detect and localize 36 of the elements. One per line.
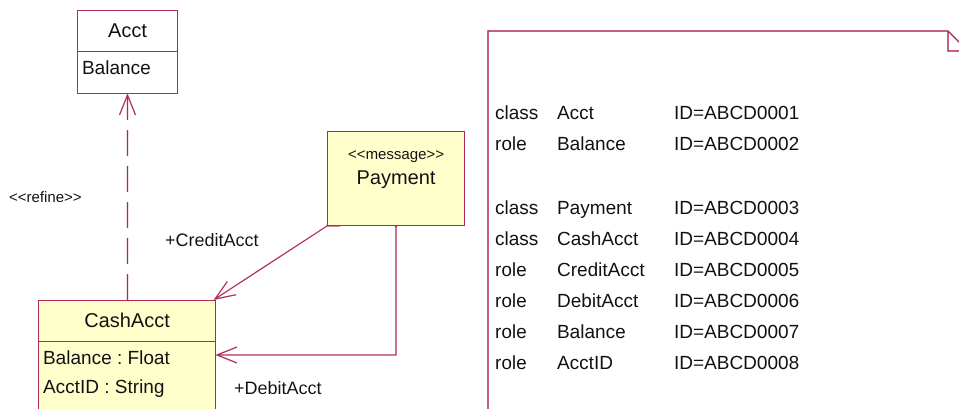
class-name: Payment [356,167,436,189]
note-text: class [495,197,538,221]
stereotype: <<message>> [348,146,444,163]
class-name: CashAcct [84,309,170,334]
note-text: ID=ABCD0002 [674,133,800,157]
note-text: CashAcct [557,228,638,252]
attribute: Balance [82,57,151,81]
attribute: AcctID : String [43,376,164,400]
note-box [487,30,959,409]
note-text: ID=ABCD0007 [674,321,800,345]
note-text: DebitAcct [557,290,638,314]
class-box [38,300,216,409]
note-text: class [495,102,538,126]
note-text: ID=ABCD0001 [674,102,800,126]
note-text: class [495,228,538,252]
class-name: Acct [108,19,147,44]
note-text: Payment [557,197,632,221]
class-box [327,131,465,226]
note-text: ID=ABCD0004 [674,228,800,252]
note-text: ID=ABCD0003 [674,197,800,221]
note-text: ID=ABCD0006 [674,290,800,314]
note-text: role [495,352,527,376]
note-text: CreditAcct [557,259,645,283]
note-text: ID=ABCD0005 [674,259,800,283]
note-text: role [495,259,527,283]
attribute: Balance : Float [43,347,170,371]
note-text: role [495,290,527,314]
note-text: ID=ABCD0008 [674,352,800,376]
note-text: Balance [557,321,626,345]
dependency-arrow [118,94,136,300]
note-text: AcctID [557,352,613,376]
note-text: Balance [557,133,626,157]
note-text: role [495,133,527,157]
note-text: role [495,321,527,345]
class-box [77,10,178,94]
note-text: Acct [557,102,594,126]
